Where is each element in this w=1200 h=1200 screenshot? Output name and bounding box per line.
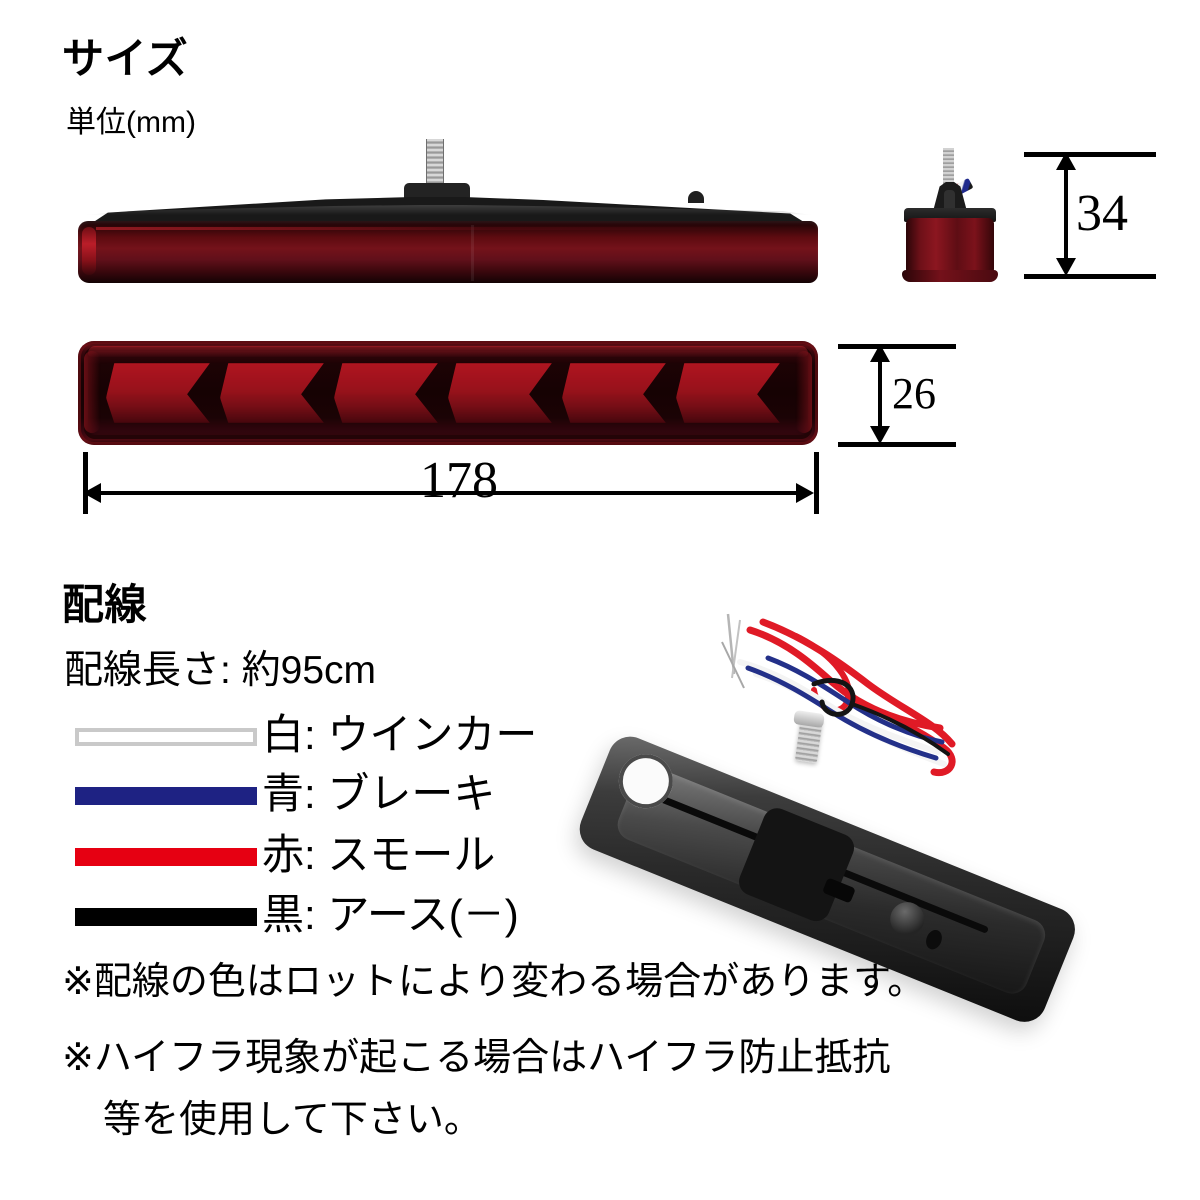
wire-legend-label-blue: 青: ブレーキ (262, 770, 496, 817)
bare-lead-wire (721, 641, 745, 689)
dim26-bottom-tick (838, 442, 956, 447)
dim34-value: 34 (1076, 185, 1128, 242)
housing-highlight (86, 205, 812, 215)
lens-right-edge-glow (796, 351, 812, 433)
wiring-section-title: 配線 (62, 581, 148, 628)
red-wire (844, 694, 956, 777)
lens-left-edge-glow (84, 351, 100, 433)
product-end-view-photo (898, 148, 1002, 282)
end-housing-rib (944, 190, 955, 210)
note-hyperflash-line1: ※ハイフラ現象が起こる場合はハイフラ防止抵抗 (62, 1037, 891, 1079)
mounting-stud-icon (426, 139, 444, 187)
dim34-top-tick (1024, 152, 1156, 157)
size-unit-label: 単位(mm) (66, 106, 196, 139)
dim26-value: 26 (892, 369, 936, 418)
lens-seam (471, 225, 474, 281)
dim26-line (878, 350, 882, 438)
note-wire-color: ※配線の色はロットにより変わる場合があります。 (62, 961, 926, 1003)
wire-legend-label-red: 赤: スモール (262, 831, 496, 878)
end-lens-lip (902, 270, 998, 282)
dim34-line (1064, 158, 1068, 270)
wire-swatch-red (75, 848, 257, 866)
wire-swatch-black (75, 908, 257, 926)
dim34-arrow-up-icon (1056, 152, 1076, 170)
dim26-arrow-up-icon (870, 344, 890, 362)
dim178-value: 178 (420, 452, 498, 509)
bare-lead-wire (731, 619, 741, 679)
note-hyperflash-line2: 等を使用して下さい。 (103, 1099, 482, 1141)
red-lens (78, 221, 818, 283)
end-red-lens (906, 218, 994, 276)
dim34-bottom-tick (1024, 274, 1156, 279)
wire-swatch-white (75, 728, 257, 746)
dim178-arrow-right-icon (796, 483, 814, 503)
dim26-top-tick (838, 344, 956, 349)
dim26-arrow-down-icon (870, 426, 890, 444)
product-side-view-photo (78, 139, 818, 283)
size-section-title: サイズ (62, 35, 189, 82)
wiring-photo (573, 612, 1180, 1029)
housing-nub (688, 191, 704, 203)
product-front-view-photo (78, 341, 818, 445)
wire-legend-label-white: 白: ウインカー (262, 711, 538, 758)
dim34-arrow-down-icon (1056, 258, 1076, 276)
wire-legend-label-black: 黒: アース(－) (262, 891, 519, 938)
wire-length-label: 配線長さ: 約95cm (64, 649, 377, 692)
wire-harness-illustration (721, 613, 956, 777)
dim178-arrow-left-icon (83, 483, 101, 503)
lens-gloss-highlight (88, 346, 808, 357)
end-mounting-stud-icon (943, 148, 954, 186)
wire-swatch-blue (75, 787, 257, 805)
dim178-right-tick (814, 452, 819, 514)
black-wire (850, 702, 950, 756)
dim178-line (89, 491, 809, 495)
